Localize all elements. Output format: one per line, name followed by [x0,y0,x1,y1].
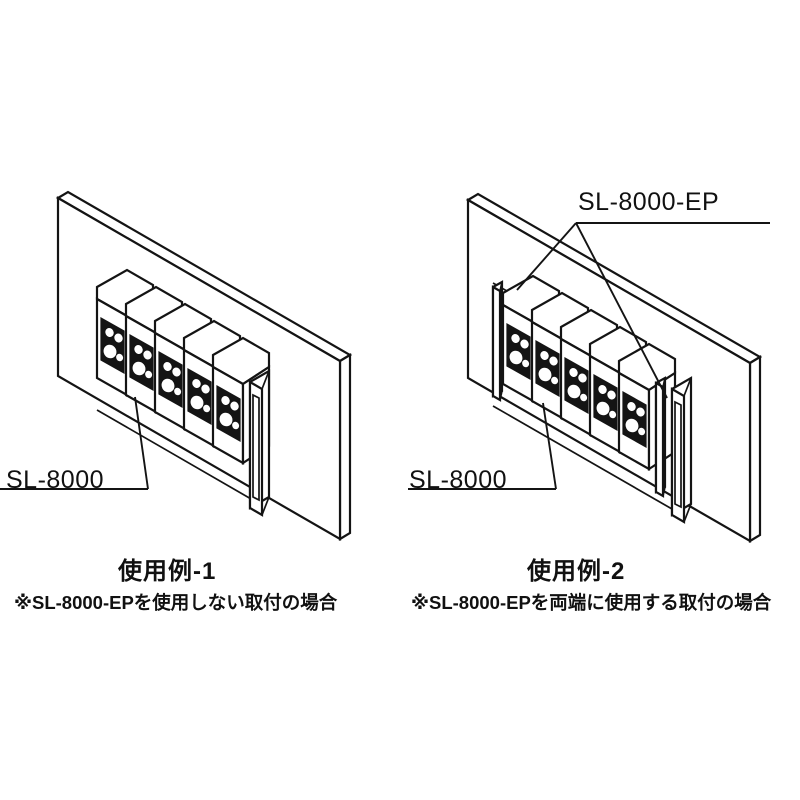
leader-sl8000-2 [408,402,557,490]
note-case-1: ※SL-8000-EPを使用しない取付の場合 [14,592,338,613]
terminal-block [617,342,677,471]
end-plate-right [654,376,667,498]
figure-case-1 [0,190,353,541]
rail-end-stop-2 [670,376,693,524]
title-case-1: 使用例-1 [118,558,217,585]
leader-sl8000-1 [0,396,149,490]
label-sl8000-case-2: SL-8000 [409,466,508,494]
note-case-2: ※SL-8000-EPを両端に使用する取付の場合 [411,592,772,613]
rail-end-stop-1 [248,369,271,517]
label-sl8000-case-1: SL-8000 [6,466,105,494]
label-sl8000-ep: SL-8000-EP [578,188,720,216]
figure-case-2 [408,192,770,543]
sl8000-ep-plate [491,280,504,402]
sl8000-ep-plate [654,376,667,498]
leader-sl8000ep [516,222,770,399]
end-plate-left [491,280,504,402]
title-case-2: 使用例-2 [527,558,626,585]
